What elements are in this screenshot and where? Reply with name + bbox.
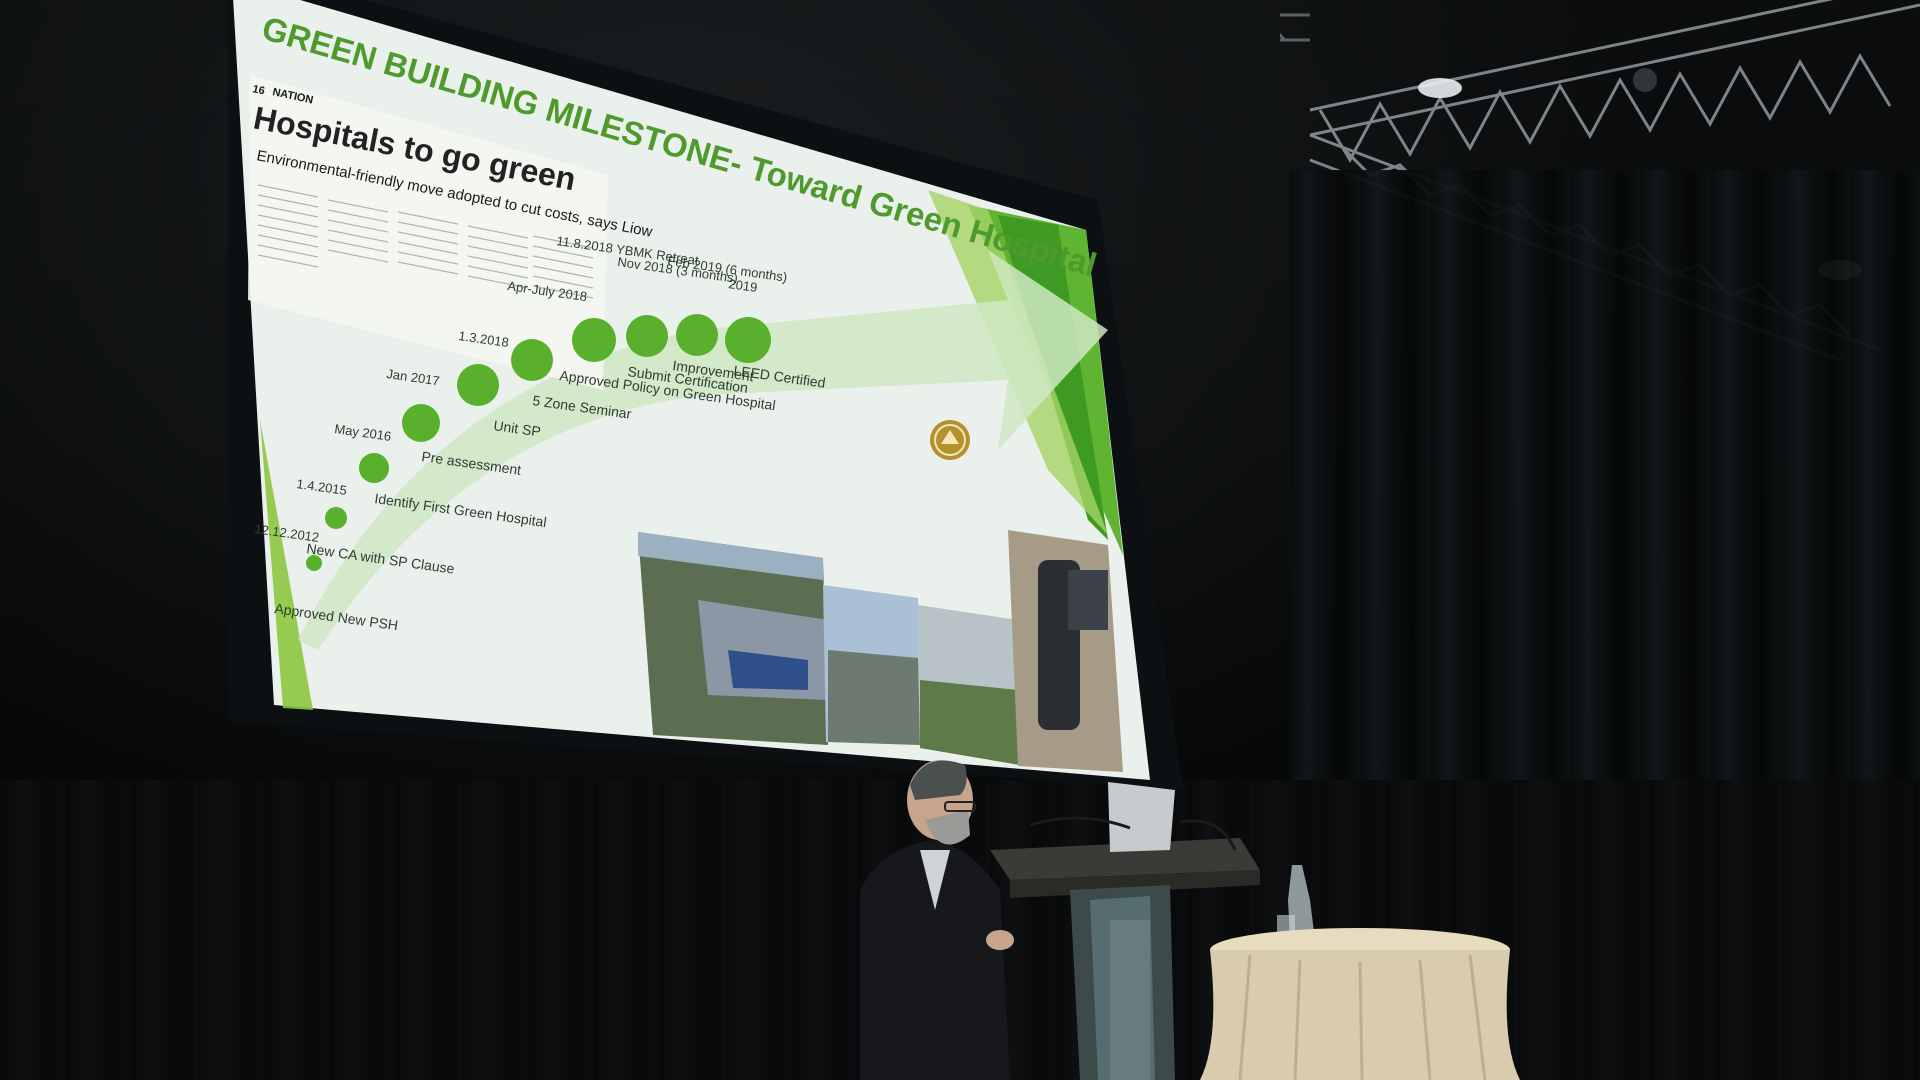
hospital-photo-building <box>823 585 1020 765</box>
milestone-label: Unit SP <box>493 417 542 439</box>
milestone-date: 1.4.2015 <box>296 476 348 498</box>
water-carafe <box>1277 865 1315 940</box>
milestone-dot <box>572 318 616 362</box>
milestone-dot <box>457 364 499 406</box>
microphone <box>1029 816 1237 851</box>
side-table <box>1200 928 1520 1080</box>
milestone-arrow <box>298 250 1108 650</box>
milestone-dot <box>511 339 553 381</box>
laptop <box>1108 782 1175 852</box>
milestone-date: 2019 <box>728 276 759 295</box>
milestone-dot <box>325 507 347 529</box>
milestone-date: Jan 2017 <box>386 366 441 388</box>
milestone-dot <box>676 314 718 356</box>
projection-screen: 16 NATION Hospitals to go green Environm… <box>228 0 1188 790</box>
news-section-number: 16 <box>251 83 265 97</box>
milestone-date: 1.3.2018 <box>458 328 510 350</box>
leed-seal-icon <box>930 420 970 460</box>
milestone-dot <box>725 317 771 363</box>
milestone-dot <box>306 555 322 571</box>
hospital-photo-signage <box>1008 530 1123 772</box>
milestone-dot <box>359 453 389 483</box>
milestone-dot <box>626 315 668 357</box>
milestone-dot <box>402 404 440 442</box>
podium <box>990 782 1260 1080</box>
hospital-photo-aerial <box>638 532 828 745</box>
speaker <box>860 760 1014 1080</box>
newspaper-clipping: 16 NATION Hospitals to go green Environm… <box>248 75 654 390</box>
speaker-podium-scene <box>860 760 1520 1080</box>
